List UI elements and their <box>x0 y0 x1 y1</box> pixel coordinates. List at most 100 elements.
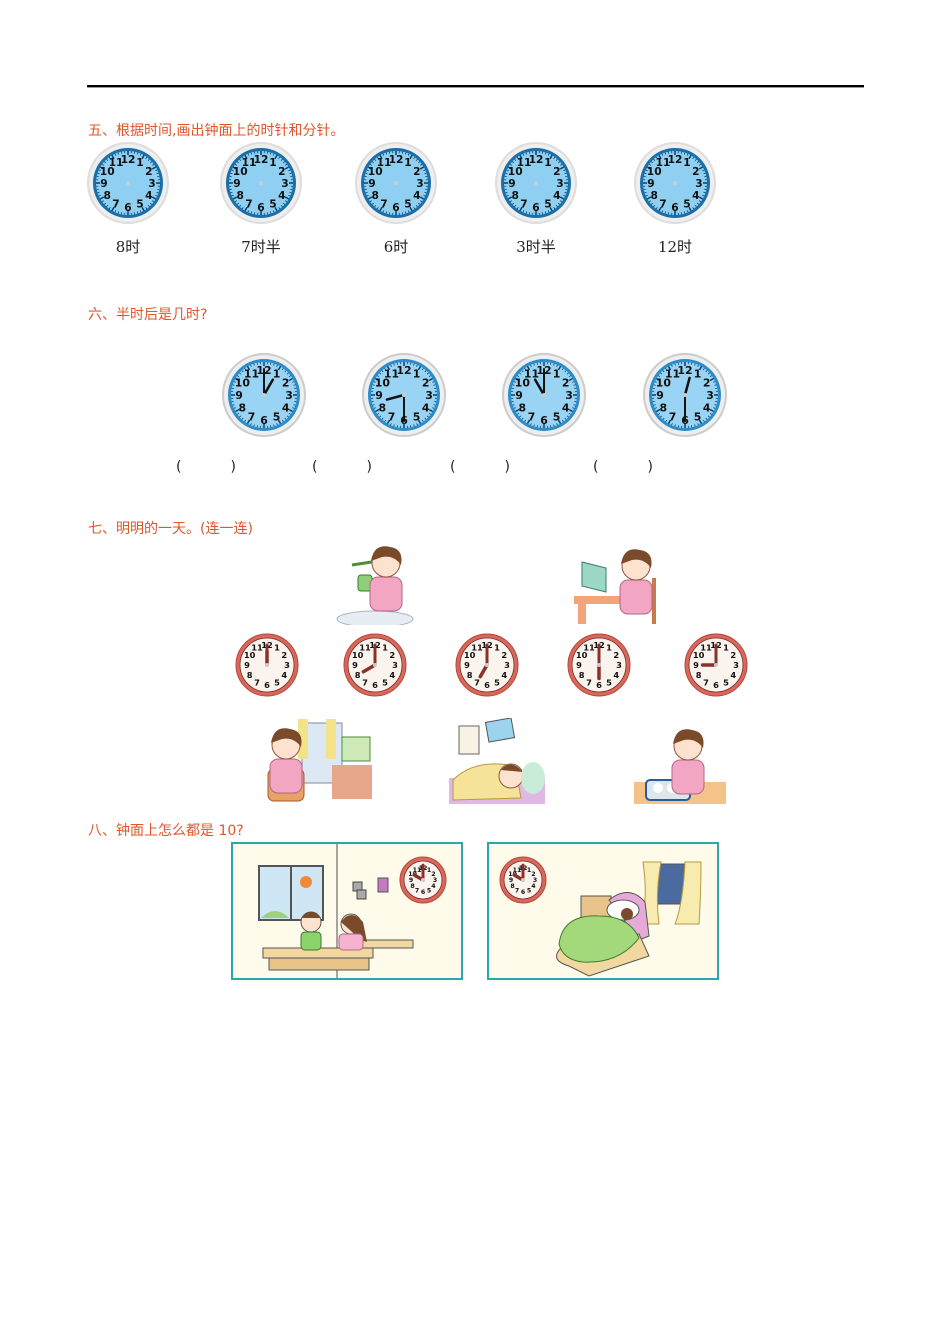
svg-text:10: 10 <box>244 650 256 660</box>
svg-text:2: 2 <box>553 165 560 178</box>
svg-text:7: 7 <box>245 198 252 211</box>
paren-close: ) <box>647 459 653 475</box>
svg-text:7: 7 <box>362 677 368 687</box>
svg-text:2: 2 <box>730 650 736 660</box>
svg-text:12: 12 <box>529 153 544 166</box>
svg-text:7: 7 <box>515 888 519 895</box>
picture-eating-lunch[interactable] <box>632 718 742 808</box>
svg-text:6: 6 <box>596 680 602 690</box>
svg-text:7: 7 <box>520 198 527 211</box>
svg-text:9: 9 <box>368 177 375 190</box>
svg-text:5: 5 <box>269 198 276 211</box>
svg-text:10: 10 <box>647 165 662 178</box>
svg-text:10: 10 <box>508 165 523 178</box>
svg-text:11: 11 <box>513 867 522 874</box>
svg-text:1: 1 <box>273 367 281 380</box>
svg-text:6: 6 <box>713 680 719 690</box>
svg-text:1: 1 <box>606 643 612 653</box>
svg-text:7: 7 <box>474 677 480 687</box>
svg-text:11: 11 <box>517 156 532 169</box>
svg-text:5: 5 <box>553 411 561 424</box>
svg-text:11: 11 <box>656 156 671 169</box>
svg-text:11: 11 <box>359 643 371 653</box>
svg-text:4: 4 <box>613 670 619 680</box>
svg-text:9: 9 <box>515 389 523 402</box>
svg-text:5: 5 <box>382 677 388 687</box>
svg-text:10: 10 <box>100 165 115 178</box>
svg-text:12: 12 <box>254 153 269 166</box>
svg-text:4: 4 <box>413 189 420 202</box>
svg-text:2: 2 <box>501 650 507 660</box>
svg-text:2: 2 <box>282 376 290 389</box>
clock-time-label: 12时 <box>657 238 693 256</box>
answer-blank[interactable]: () <box>593 459 653 475</box>
svg-text:1: 1 <box>382 643 388 653</box>
svg-text:12: 12 <box>389 153 404 166</box>
svg-text:3: 3 <box>533 877 537 884</box>
svg-text:3: 3 <box>706 389 714 402</box>
paren-open: ( <box>450 459 456 475</box>
picture-sleeping[interactable] <box>445 718 555 808</box>
svg-text:9: 9 <box>509 877 513 884</box>
answer-blank[interactable]: () <box>176 459 236 475</box>
svg-text:8: 8 <box>579 670 585 680</box>
svg-text:6: 6 <box>372 680 378 690</box>
picture-brushing-teeth[interactable] <box>330 535 440 625</box>
svg-text:1: 1 <box>527 867 531 874</box>
svg-text:7: 7 <box>659 198 666 211</box>
picture-reading-book[interactable] <box>572 538 682 628</box>
svg-text:5: 5 <box>404 198 411 211</box>
svg-text:8: 8 <box>104 189 111 202</box>
svg-text:6: 6 <box>521 889 525 896</box>
svg-text:1: 1 <box>413 367 421 380</box>
svg-text:4: 4 <box>730 670 736 680</box>
svg-text:6: 6 <box>257 201 264 214</box>
svg-text:1: 1 <box>723 643 729 653</box>
picture-watching-window[interactable] <box>262 715 372 805</box>
svg-text:9: 9 <box>100 177 107 190</box>
svg-text:3: 3 <box>433 877 437 884</box>
header-rule <box>87 85 864 88</box>
svg-text:10: 10 <box>464 650 476 660</box>
svg-text:9: 9 <box>656 389 664 402</box>
svg-text:3: 3 <box>565 389 573 402</box>
svg-text:8: 8 <box>355 670 361 680</box>
answer-blank[interactable]: () <box>450 459 510 475</box>
svg-text:12: 12 <box>677 364 692 377</box>
svg-text:6: 6 <box>264 680 270 690</box>
answer-blank[interactable]: () <box>312 459 372 475</box>
svg-text:5: 5 <box>606 677 612 687</box>
svg-text:2: 2 <box>562 376 570 389</box>
paren-close: ) <box>504 459 510 475</box>
svg-text:8: 8 <box>660 401 668 414</box>
svg-text:4: 4 <box>278 189 285 202</box>
svg-text:3: 3 <box>392 660 398 670</box>
svg-text:8: 8 <box>696 670 702 680</box>
svg-text:10: 10 <box>233 165 248 178</box>
svg-text:2: 2 <box>278 165 285 178</box>
svg-text:4: 4 <box>281 670 287 680</box>
section-six-heading: 六、半时后是几时? <box>88 307 208 323</box>
svg-text:9: 9 <box>464 660 470 670</box>
svg-text:2: 2 <box>613 650 619 660</box>
svg-text:3: 3 <box>616 660 622 670</box>
svg-text:2: 2 <box>422 376 430 389</box>
svg-text:10: 10 <box>235 376 251 389</box>
svg-text:5: 5 <box>544 198 551 211</box>
svg-text:7: 7 <box>415 888 419 895</box>
section-seven-heading: 七、明明的一天。(连一连) <box>88 521 253 537</box>
svg-text:4: 4 <box>692 189 699 202</box>
